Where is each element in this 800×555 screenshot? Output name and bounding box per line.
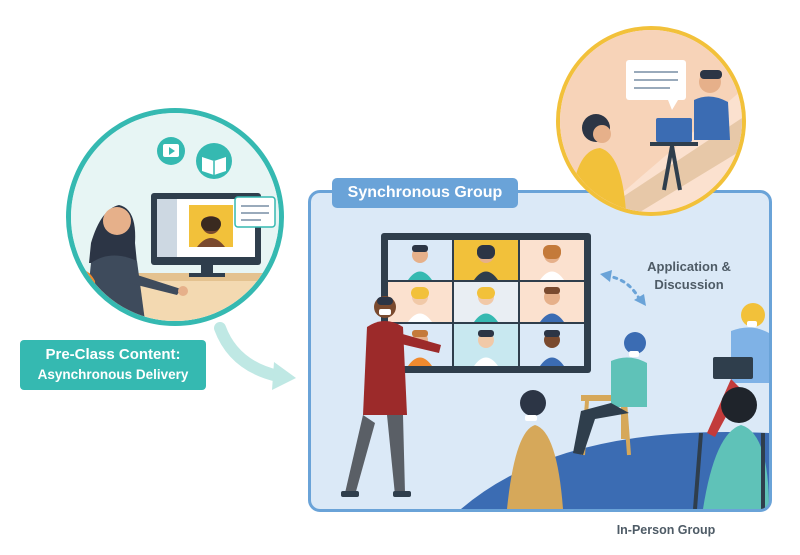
double-arrow-icon [600, 270, 646, 306]
discussion-line2: Discussion [654, 277, 724, 292]
discussion-illustration [556, 26, 746, 216]
discussion-line1: Application & [647, 259, 731, 274]
student-at-computer-scene [71, 113, 279, 321]
classroom-panel [308, 190, 772, 512]
in-person-group-label: In-Person Group [616, 523, 716, 537]
synchronous-group-label: Synchronous Group [332, 178, 518, 208]
discussion-scene [560, 30, 742, 212]
laptop [656, 118, 692, 142]
in-person-students [507, 303, 769, 509]
pre-class-line1: Pre-Class Content: [45, 346, 181, 363]
pre-class-label: Pre-Class Content: Asynchronous Delivery [20, 340, 206, 390]
presenter-figure [341, 296, 441, 497]
pre-class-line2: Asynchronous Delivery [37, 367, 189, 382]
application-discussion-label: Application & Discussion [634, 258, 744, 294]
flow-arrow-icon [214, 322, 296, 390]
pre-class-illustration [66, 108, 284, 326]
classroom-scene [341, 233, 769, 509]
